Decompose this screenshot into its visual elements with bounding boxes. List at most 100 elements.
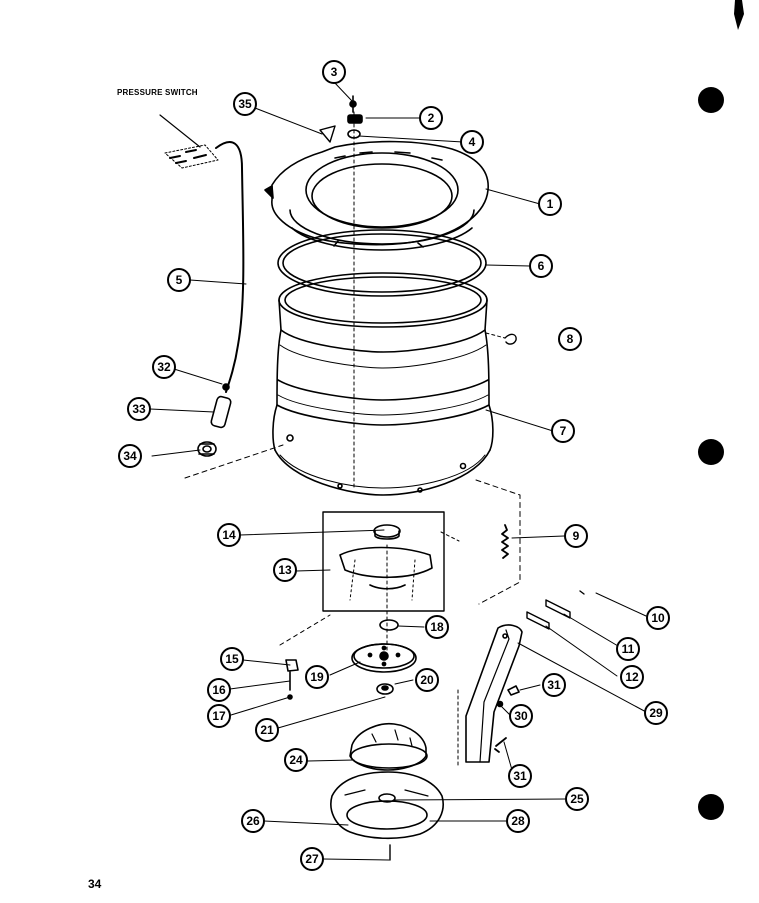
callout-label: 6 [538,259,545,273]
callout-c8: 8 [558,327,582,351]
callout-c16: 16 [207,678,231,702]
callout-label: 19 [310,670,324,684]
callout-c32: 32 [152,355,176,379]
callout-circle [509,704,533,728]
spacer [285,659,299,672]
support-bracket [465,624,523,763]
callout-label: 33 [132,402,146,416]
callout-label: 27 [305,852,319,866]
callout-c2: 2 [419,106,443,130]
callout-circle [207,678,231,702]
callout-circle [241,809,265,833]
callout-circle [616,637,640,661]
callout-circle [118,444,142,468]
callout-c35: 35 [233,92,257,116]
callout-circle [322,60,346,84]
callout-label: 16 [212,683,226,697]
callout-label: 3 [331,65,338,79]
callout-circle [167,268,191,292]
callout-circle [127,397,151,421]
callout-label: 13 [278,563,292,577]
callout-c26: 26 [241,809,265,833]
callout-label: 28 [511,814,525,828]
callout-label: 15 [225,652,239,666]
callout-label: 7 [560,424,567,438]
screw-30 [496,700,504,708]
callout-c12: 12 [620,665,644,689]
callout-circle [255,718,279,742]
callout-label: 34 [123,449,137,463]
callout-circle [508,764,532,788]
tub-clip [504,333,517,345]
callout-label: 21 [260,723,274,737]
bracket-plate [526,611,550,630]
callout-label: 17 [212,709,226,723]
callout-c13: 13 [273,558,297,582]
callout-circle [620,665,644,689]
callout-label: 12 [625,670,639,684]
callout-c19: 19 [305,665,329,689]
callout-label: 29 [649,706,663,720]
callout-c9: 9 [564,524,588,548]
callout-circle [305,665,329,689]
drive-hub [349,722,428,771]
callout-circle [538,192,562,216]
callout-circle [565,787,589,811]
callout-circle [564,524,588,548]
nut [197,441,217,457]
callout-label: 8 [567,332,574,346]
callout-circle [220,647,244,671]
callout-circle [425,615,449,639]
hose-adapter [210,395,232,429]
callout-label: 30 [514,709,528,723]
callout-c31b: 31 [508,764,532,788]
callout-c1: 1 [538,192,562,216]
callout-circle [217,523,241,547]
pressure-switch-caption: PRESSURE SWITCH [117,88,198,97]
callout-label: 9 [573,529,580,543]
callout-circle [152,355,176,379]
callout-c30: 30 [509,704,533,728]
drive-pulley [351,643,417,673]
outer-tub [272,272,494,496]
callout-label: 4 [469,135,476,149]
callout-circle [415,668,439,692]
tub-base [330,771,444,861]
callout-c21: 21 [255,718,279,742]
callout-label: 10 [651,611,665,625]
callout-label: 35 [238,97,252,111]
callout-circle [558,327,582,351]
callout-c20: 20 [415,668,439,692]
callout-c3: 3 [322,60,346,84]
bracket [319,125,336,143]
callout-c11: 11 [616,637,640,661]
callout-c14: 14 [217,523,241,547]
callout-label: 20 [420,673,434,687]
callout-circle [646,606,670,630]
page-number: 34 [88,877,102,891]
callout-label: 18 [430,620,444,634]
callout-circle [644,701,668,725]
callout-label: 31 [513,769,527,783]
callout-circle [300,847,324,871]
callout-circle [542,673,566,697]
tub-spring [501,524,509,559]
callout-circle [506,809,530,833]
callout-label: 11 [622,642,635,656]
pressure-hose [215,141,245,393]
callout-label: 31 [547,678,561,692]
callout-c18: 18 [425,615,449,639]
binder-holes [698,0,744,820]
callout-circle [207,704,231,728]
screw-31-bottom [494,737,507,753]
callout-label: 26 [246,814,260,828]
callout-circle [529,254,553,278]
callout-c25: 25 [565,787,589,811]
callout-circle [551,419,575,443]
callout-circle [233,92,257,116]
callout-c33: 33 [127,397,151,421]
callout-label: 1 [547,197,554,211]
transmission-box [322,511,445,612]
callout-c28: 28 [506,809,530,833]
